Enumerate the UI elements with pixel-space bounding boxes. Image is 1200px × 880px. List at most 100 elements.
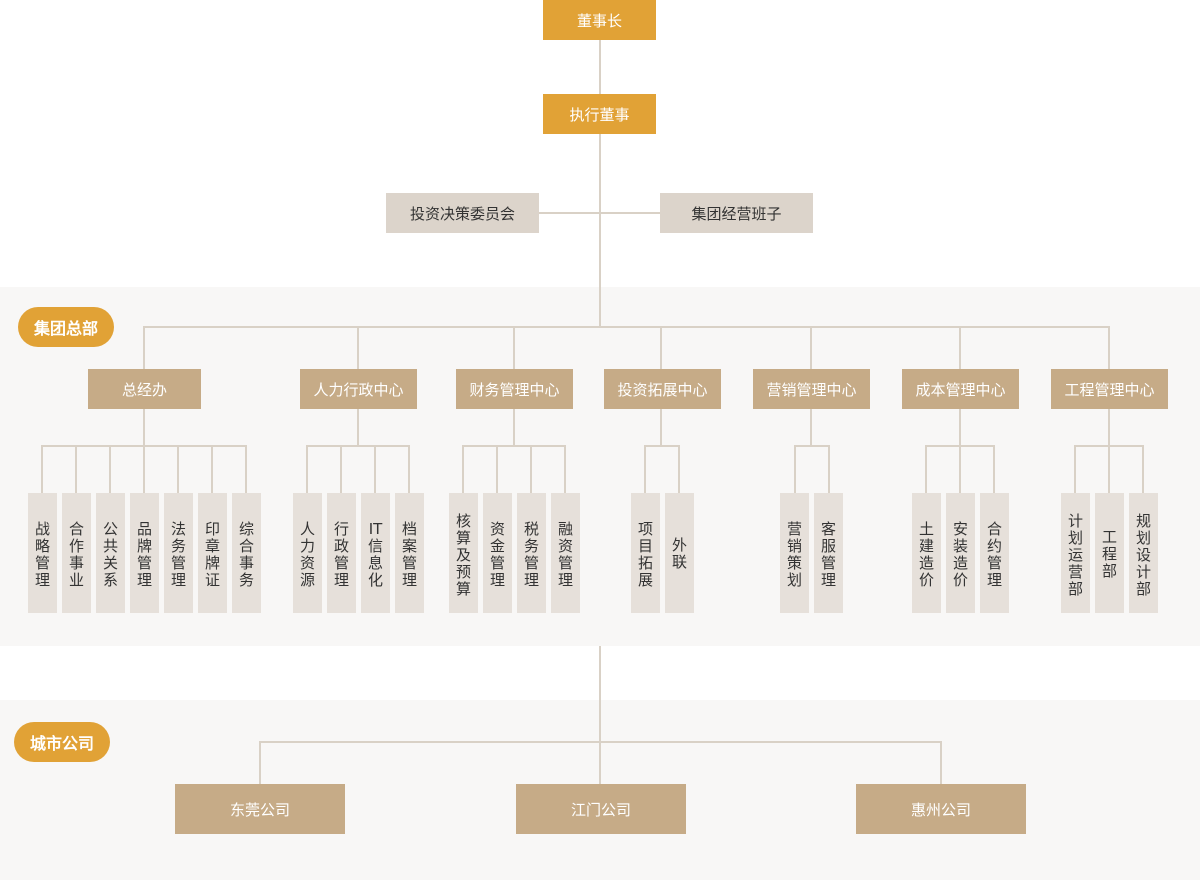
connector-drop-center-2	[357, 326, 359, 369]
department-box: 土建造价	[912, 493, 941, 613]
connector-city-trunk	[599, 646, 601, 784]
connector-dept-drop	[374, 445, 376, 493]
connector-dept-drop	[245, 445, 247, 493]
department-label: 土建造价	[918, 520, 934, 589]
connector-dept-drop	[644, 445, 646, 493]
department-box: 资金管理	[483, 493, 512, 613]
connector-center-7-stem	[1108, 409, 1110, 446]
department-label: 法务管理	[170, 520, 186, 589]
city-section-label: 城市公司	[14, 722, 110, 762]
department-label: IT信息化	[367, 520, 383, 589]
hq-section-label: 集团总部	[18, 307, 114, 347]
connector-dept-drop	[678, 445, 680, 493]
department-box: IT信息化	[361, 493, 390, 613]
center-box: 成本管理中心	[902, 369, 1019, 409]
center-box: 人力行政中心	[300, 369, 417, 409]
connector-drop-center-7	[1108, 326, 1110, 369]
department-label: 资金管理	[489, 520, 505, 589]
connector-dept-drop	[1074, 445, 1076, 493]
department-box: 印章牌证	[198, 493, 227, 613]
department-box: 融资管理	[551, 493, 580, 613]
connector-center-1-stem	[143, 409, 145, 446]
executive-director-box: 执行董事	[543, 94, 656, 134]
department-box: 战略管理	[28, 493, 57, 613]
department-label: 合约管理	[986, 520, 1002, 589]
department-box: 税务管理	[517, 493, 546, 613]
connector-drop-center-5	[810, 326, 812, 369]
department-label: 项目拓展	[637, 520, 653, 589]
city-company-box: 惠州公司	[856, 784, 1026, 834]
connector-dept-drop	[1142, 445, 1144, 493]
department-box: 计划运营部	[1061, 493, 1090, 613]
investment-committee-box: 投资决策委员会	[386, 193, 539, 233]
department-label: 行政管理	[333, 520, 349, 589]
center-box: 总经办	[88, 369, 201, 409]
department-box: 档案管理	[395, 493, 424, 613]
connector-center-6-stem	[959, 409, 961, 446]
department-box: 客服管理	[814, 493, 843, 613]
department-box: 合约管理	[980, 493, 1009, 613]
department-label: 人力资源	[299, 520, 315, 589]
center-box: 财务管理中心	[456, 369, 573, 409]
connector-dept-drop	[211, 445, 213, 493]
connector-dept-drop	[496, 445, 498, 493]
connector-dept-drop	[530, 445, 532, 493]
connector-dept-drop	[925, 445, 927, 493]
department-box: 工程部	[1095, 493, 1124, 613]
department-label: 客服管理	[820, 520, 836, 589]
center-box: 工程管理中心	[1051, 369, 1168, 409]
connector-dept-drop	[41, 445, 43, 493]
department-box: 公共关系	[96, 493, 125, 613]
connector-dept-drop	[462, 445, 464, 493]
department-box: 合作事业	[62, 493, 91, 613]
department-box: 综合事务	[232, 493, 261, 613]
connector-drop-center-1	[143, 326, 145, 369]
connector-dept-drop	[959, 445, 961, 493]
connector-dept-drop	[143, 445, 145, 493]
department-label: 工程部	[1101, 528, 1117, 580]
department-box: 法务管理	[164, 493, 193, 613]
department-label: 战略管理	[34, 520, 50, 589]
department-box: 项目拓展	[631, 493, 660, 613]
connector-city-drop	[259, 741, 261, 784]
department-label: 合作事业	[68, 520, 84, 589]
connector-city-drop	[940, 741, 942, 784]
connector-dept-drop	[408, 445, 410, 493]
department-label: 核算及预算	[455, 512, 471, 598]
center-box: 营销管理中心	[753, 369, 870, 409]
connector-dept-drop	[109, 445, 111, 493]
department-box: 人力资源	[293, 493, 322, 613]
connector-city-bus	[259, 741, 942, 743]
connector-dept-drop	[306, 445, 308, 493]
connector-hq-bus	[143, 326, 1110, 328]
connector-drop-center-6	[959, 326, 961, 369]
connector-center-5-stem	[810, 409, 812, 446]
connector-committees	[539, 212, 660, 214]
department-label: 融资管理	[557, 520, 573, 589]
connector-drop-center-3	[513, 326, 515, 369]
department-label: 外联	[671, 536, 687, 571]
department-label: 品牌管理	[136, 520, 152, 589]
department-box: 外联	[665, 493, 694, 613]
management-team-box: 集团经营班子	[660, 193, 813, 233]
chairman-box: 董事长	[543, 0, 656, 40]
connector-dept-drop	[828, 445, 830, 493]
department-label: 公共关系	[102, 520, 118, 589]
department-label: 营销策划	[786, 520, 802, 589]
connector-dept-drop	[75, 445, 77, 493]
connector-drop-center-4	[660, 326, 662, 369]
connector-dept-drop	[993, 445, 995, 493]
connector-center-2-bus	[306, 445, 410, 447]
connector-center-5-bus	[794, 445, 830, 447]
department-label: 档案管理	[401, 520, 417, 589]
city-company-box: 江门公司	[516, 784, 686, 834]
connector-center-2-stem	[357, 409, 359, 446]
department-box: 行政管理	[327, 493, 356, 613]
department-label: 安装造价	[952, 520, 968, 589]
department-label: 综合事务	[238, 520, 254, 589]
department-box: 营销策划	[780, 493, 809, 613]
department-label: 印章牌证	[204, 520, 220, 589]
department-label: 计划运营部	[1067, 512, 1083, 598]
connector-dept-drop	[1108, 445, 1110, 493]
connector-center-3-stem	[513, 409, 515, 446]
